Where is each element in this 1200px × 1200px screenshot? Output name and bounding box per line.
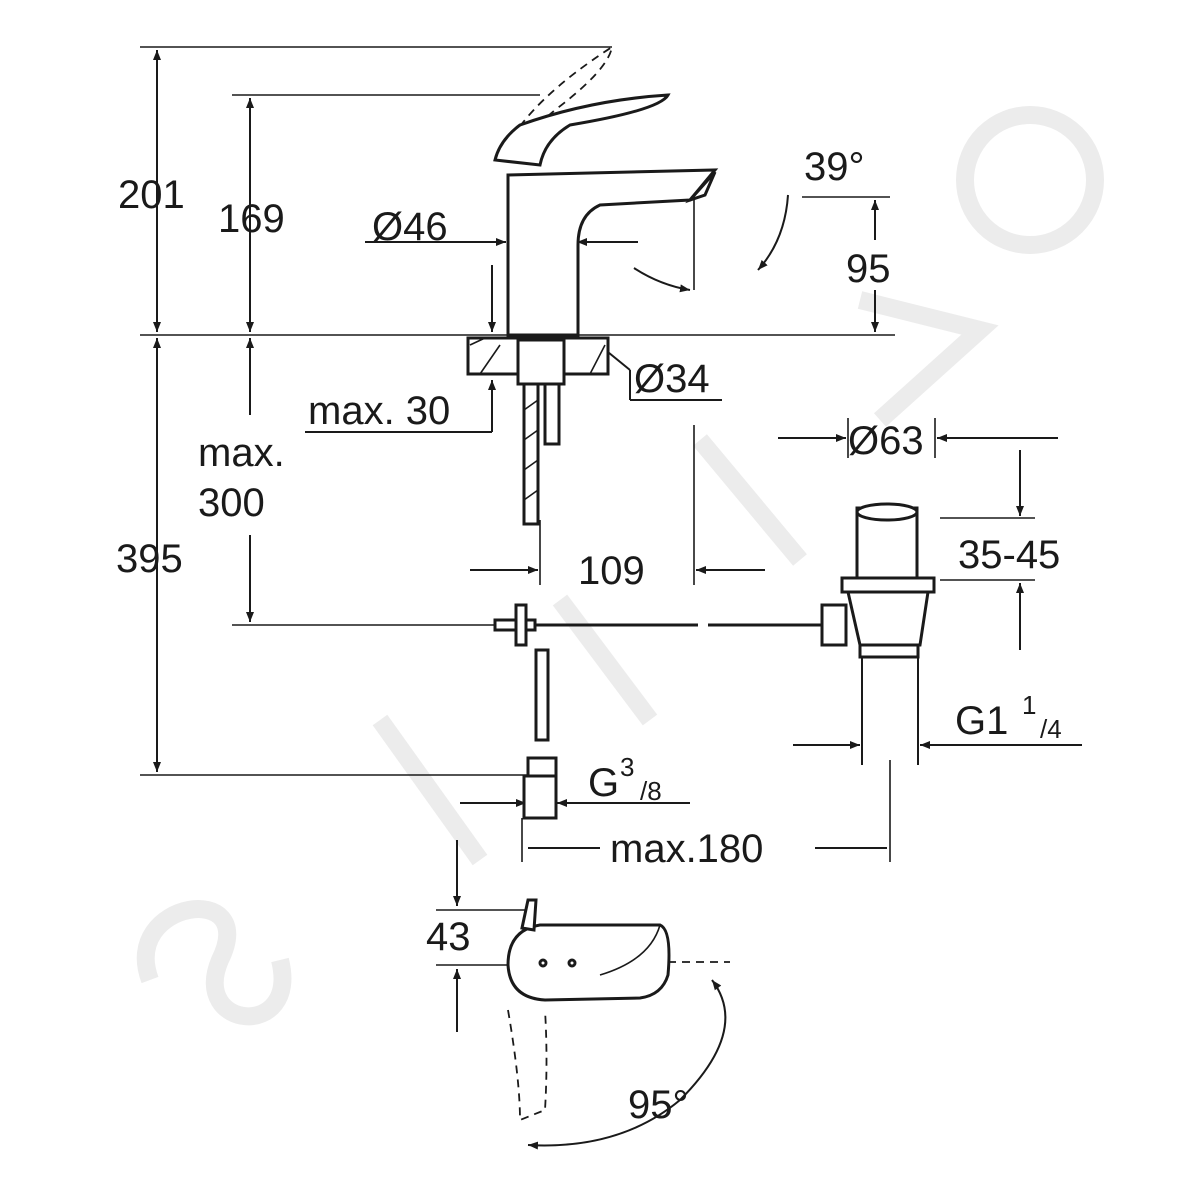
dim-height-total: 201 <box>118 173 185 217</box>
dim-handle-offset: 43 <box>426 915 471 959</box>
dim-max-distance: max.180 <box>610 827 763 871</box>
dim-max-value: 300 <box>198 481 265 525</box>
dimension-labels: 201 169 Ø46 39° 95 Ø34 max. 30 max. 300 … <box>116 145 1062 1127</box>
watermark-logo <box>136 106 1104 1026</box>
dim-waste-thread-den: /4 <box>1040 714 1062 744</box>
dim-total-depth: 395 <box>116 537 183 581</box>
dim-max-label: max. <box>198 431 285 475</box>
dimension-lines <box>153 50 1082 1150</box>
dim-spout-offset: 109 <box>578 549 645 593</box>
dim-waste-range: 35-45 <box>958 533 1060 577</box>
faucet-plan-view <box>506 898 730 1122</box>
dim-max-thickness: max. 30 <box>308 389 450 433</box>
dim-hole-diameter: Ø34 <box>634 357 710 401</box>
dim-supply-thread-den: /8 <box>640 776 662 806</box>
dim-supply-thread: G <box>588 761 619 805</box>
dim-body-diameter: Ø46 <box>372 205 448 249</box>
waste-assembly <box>493 502 936 820</box>
dim-height-handle: 169 <box>218 197 285 241</box>
dim-waste-thread: G1 <box>955 699 1008 743</box>
dim-waste-thread-num: 1 <box>1022 690 1036 720</box>
dim-spout-angle: 39° <box>804 145 865 189</box>
dim-supply-thread-num: 3 <box>620 752 634 782</box>
dim-handle-rotation: 95° <box>628 1083 689 1127</box>
faucet-elevation <box>466 45 719 526</box>
dim-waste-diameter: Ø63 <box>848 419 924 463</box>
dim-spout-height: 95 <box>846 247 891 291</box>
